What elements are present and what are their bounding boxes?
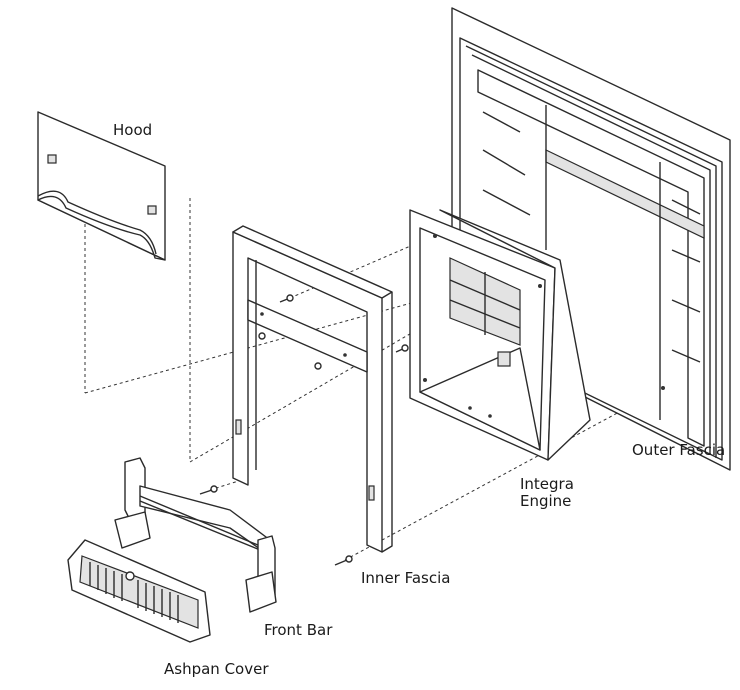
label-ashpan-cover: Ashpan Cover bbox=[164, 660, 269, 678]
integra-engine-drawing bbox=[409, 209, 591, 461]
front-bar-drawing bbox=[114, 457, 277, 613]
hood-drawing bbox=[37, 111, 166, 261]
label-hood: Hood bbox=[113, 121, 153, 139]
label-outer-fascia: Outer Fascia bbox=[632, 441, 726, 459]
screw-drawings bbox=[199, 294, 409, 566]
ashpan-grille bbox=[89, 562, 179, 623]
label-inner-fascia: Inner Fascia bbox=[361, 569, 451, 587]
label-integra-engine-line2: Engine bbox=[520, 492, 572, 510]
label-integra-engine-line1: Integra bbox=[520, 475, 574, 493]
inner-fascia-drawing bbox=[199, 225, 409, 566]
label-front-bar: Front Bar bbox=[264, 621, 333, 639]
ashpan-cover-drawing bbox=[67, 539, 211, 643]
